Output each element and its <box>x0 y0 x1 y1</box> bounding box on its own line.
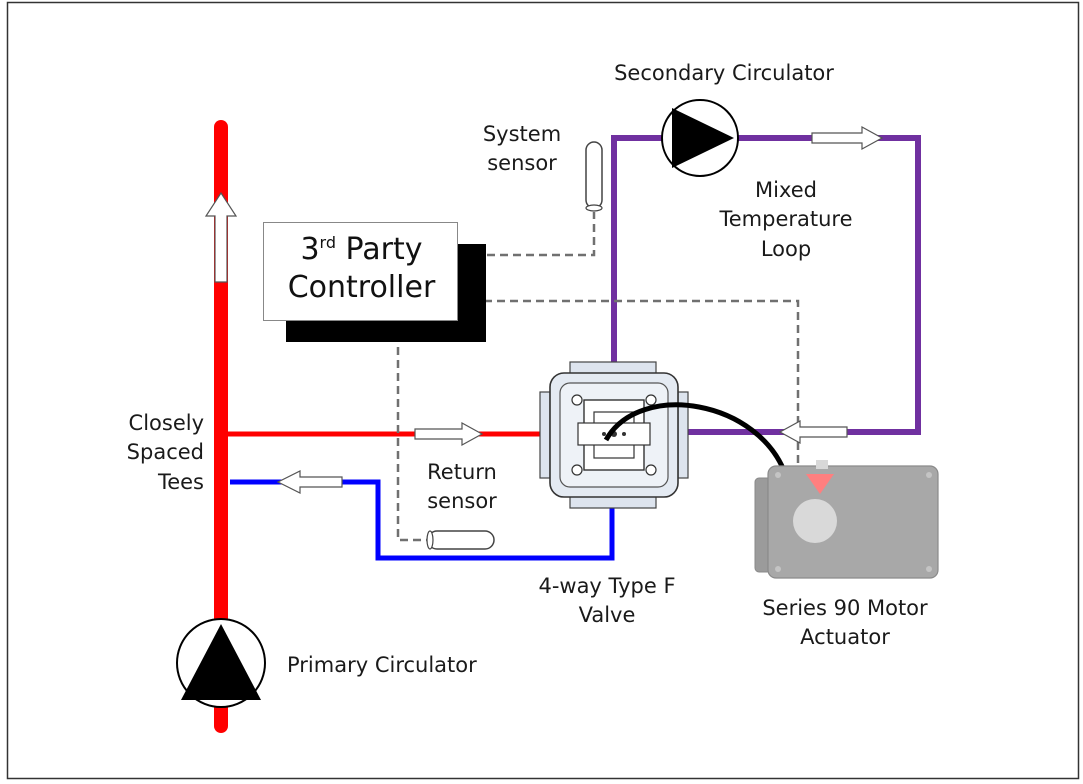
third-party-controller: 3rd Party Controller <box>263 222 458 321</box>
return-sensor-label: Return sensor <box>400 458 524 517</box>
return-sensor-icon <box>426 530 495 550</box>
actuator-control-wire <box>458 299 800 476</box>
controller-label-number: 3 <box>300 232 320 267</box>
valve-label: 4-way Type F Valve <box>502 572 712 631</box>
controller-label: 3rd Party Controller <box>264 231 459 306</box>
controller-label-party: Party <box>345 232 423 267</box>
valve-label-line1: 4-way Type F <box>538 574 676 598</box>
controller-label-controller: Controller <box>287 269 436 305</box>
system-sensor-label-line1: System <box>482 122 562 146</box>
system-sensor-label: System sensor <box>460 120 584 179</box>
secondary-circulator-label: Secondary Circulator <box>614 61 834 85</box>
mixed-temperature-loop-label: Mixed Temperature Loop <box>689 176 883 264</box>
controller-label-suffix: rd <box>319 233 336 252</box>
tees-label-line2: Spaced <box>126 440 204 465</box>
diagram-frame <box>6 1 1080 780</box>
actuator-label-line2: Actuator <box>800 625 890 650</box>
primary-circulator-label: Primary Circulator <box>287 653 477 677</box>
flow-arrow-icon <box>811 125 884 151</box>
return-sensor-label-line2: sensor <box>427 489 497 514</box>
system-sensor-wire <box>474 212 596 257</box>
mixed-loop-label-line1: Mixed <box>755 178 817 202</box>
actuator-label-line1: Series 90 Motor <box>762 596 928 620</box>
return-sensor-wire <box>396 321 428 542</box>
flow-arrow-icon <box>276 470 343 494</box>
flow-arrow-icon <box>778 419 848 445</box>
tees-label-line1: Closely <box>128 411 204 435</box>
valve-icon <box>539 361 689 509</box>
system-sensor-label-line2: sensor <box>487 151 557 176</box>
return-sensor-label-line1: Return <box>427 460 497 484</box>
actuator-cable <box>603 402 789 477</box>
flow-arrow-icon <box>414 421 484 447</box>
valve-label-line2: Valve <box>578 603 636 628</box>
closely-spaced-tees-label: Closely Spaced Tees <box>88 409 204 497</box>
actuator-icon <box>754 460 939 579</box>
secondary-pump-icon <box>661 99 739 177</box>
mixed-loop-label-line3: Loop <box>760 236 812 261</box>
mixed-loop-label-line2: Temperature <box>719 207 853 232</box>
tees-label-line3: Tees <box>157 469 204 494</box>
actuator-label: Series 90 Motor Actuator <box>730 594 960 653</box>
system-sensor-icon <box>585 141 603 212</box>
flow-arrow-icon <box>204 191 238 283</box>
primary-pump-icon <box>176 618 266 708</box>
